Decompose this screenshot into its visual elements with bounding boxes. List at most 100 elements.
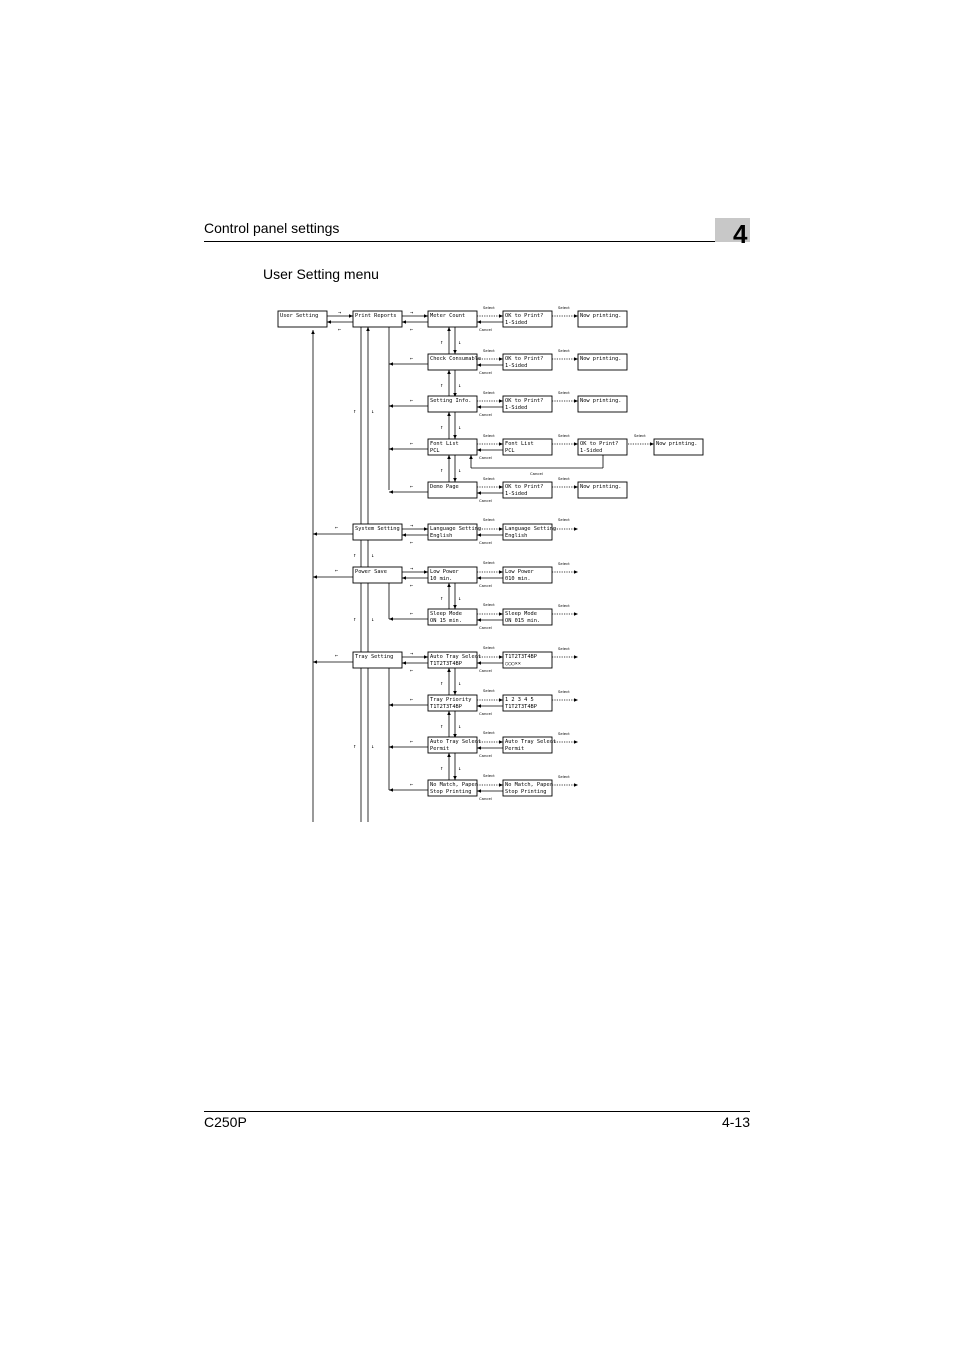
font-list-confirm-box-frame: [502, 438, 553, 456]
setting-info-confirm-box: OK to Print?1-Sided: [502, 395, 553, 413]
tray-setting-box: Tray Setting: [352, 651, 403, 669]
arrowhead: [477, 746, 481, 750]
font-list-ok-box: OK to Print?1-Sided: [577, 438, 628, 456]
down-arrow-glyph: ↓: [458, 766, 461, 772]
up-arrow-glyph: ↑: [440, 468, 443, 474]
check-consumable-now-printing-box: Now printing.: [577, 353, 628, 371]
language-setting-edit-box-text: Language Setting: [505, 526, 556, 532]
right-arrow-glyph: →: [338, 310, 342, 316]
font-list-ok-box-text: OK to Print?: [580, 441, 618, 447]
chapter-tab: [715, 218, 750, 242]
down-arrow-glyph: ↓: [371, 744, 374, 750]
cancel-label: Cancel: [479, 412, 492, 417]
cancel-label: Cancel: [479, 668, 492, 673]
left-arrow-glyph: ←: [410, 697, 414, 703]
arrowhead: [453, 435, 457, 439]
down-arrow-glyph: ↓: [371, 553, 374, 559]
sleep-mode-edit-box-text: ON 015 min.: [505, 618, 540, 624]
arrowhead: [447, 455, 451, 459]
cancel-label: Cancel: [479, 625, 492, 630]
check-consumable-box-frame: [427, 353, 478, 371]
language-setting-box-text: Language Setting: [430, 526, 481, 532]
setting-info-confirm-box-text: 1-Sided: [505, 405, 527, 411]
user-setting-box-frame: [277, 310, 328, 328]
demo-page-box: Demo Page: [427, 481, 478, 499]
low-power-edit-box-text: 010 min.: [505, 576, 531, 582]
meter-count-confirm-box-text: 1-Sided: [505, 320, 527, 326]
check-consumable-box: Check Consumable: [427, 353, 481, 371]
arrowhead: [469, 455, 473, 459]
arrowhead: [574, 527, 578, 531]
select-label: Select: [558, 689, 570, 694]
arrowhead: [574, 655, 578, 659]
auto-tray-select-edit-box-frame: [502, 651, 553, 669]
print-reports-box: Print Reports: [352, 310, 403, 328]
arrowhead: [389, 490, 393, 494]
font-list-confirm-box-text: PCL: [505, 448, 515, 454]
arrowhead: [499, 655, 503, 659]
check-consumable-now-printing-box-frame: [577, 353, 628, 371]
up-arrow-glyph: ↑: [353, 553, 356, 559]
arrowhead: [499, 698, 503, 702]
setting-info-now-printing-box: Now printing.: [577, 395, 628, 413]
arrowhead: [389, 703, 393, 707]
arrowhead: [453, 776, 457, 780]
arrowhead: [477, 448, 481, 452]
arrowhead: [499, 442, 503, 446]
arrowhead: [424, 527, 428, 531]
select-label: Select: [558, 433, 570, 438]
system-setting-box-frame: [352, 523, 403, 541]
cancel-label: Cancel: [479, 540, 492, 545]
arrowhead: [389, 617, 393, 621]
select-label: Select: [558, 390, 570, 395]
select-label: Select: [558, 561, 570, 566]
arrowhead: [447, 583, 451, 587]
font-list-box-text: Font List: [430, 441, 459, 447]
arrowhead: [499, 399, 503, 403]
meter-count-box-text: Meter Count: [430, 313, 465, 319]
select-label: Select: [483, 476, 495, 481]
arrowhead: [477, 576, 481, 580]
left-arrow-glyph: ←: [410, 398, 414, 404]
left-arrow-glyph: ←: [410, 540, 414, 546]
up-arrow-glyph: ↑: [440, 724, 443, 730]
arrowhead: [447, 753, 451, 757]
arrowhead: [389, 447, 393, 451]
arrowhead: [349, 314, 353, 318]
auto-tray-select-edit-box-text: T1T2T3T4BP: [505, 654, 537, 660]
arrowhead: [499, 783, 503, 787]
low-power-edit-box-frame: [502, 566, 553, 584]
sleep-mode-edit-box-text: Sleep Mode: [505, 611, 537, 617]
arrowhead: [424, 655, 428, 659]
select-label: Select: [558, 603, 570, 608]
footer-model: C250P: [204, 1114, 247, 1130]
select-label: Select: [483, 390, 495, 395]
meter-count-box: Meter Count: [427, 310, 478, 328]
demo-page-box-frame: [427, 481, 478, 499]
select-label: Select: [483, 305, 495, 310]
sleep-mode-box-frame: [427, 608, 478, 626]
select-label: Select: [558, 517, 570, 522]
meter-count-confirm-box: OK to Print?1-Sided: [502, 310, 553, 328]
meter-count-box-frame: [427, 310, 478, 328]
down-arrow-glyph: ↓: [458, 340, 461, 346]
left-arrow-glyph: ←: [410, 356, 414, 362]
down-arrow-glyph: ↓: [371, 409, 374, 415]
left-arrow-glyph: ←: [410, 441, 414, 447]
demo-page-box-text: Demo Page: [430, 484, 459, 490]
arrowhead: [477, 789, 481, 793]
select-label: Select: [483, 517, 495, 522]
right-arrow-glyph: →: [410, 566, 414, 572]
down-arrow-glyph: ↓: [458, 724, 461, 730]
arrowhead: [574, 612, 578, 616]
tray-priority-box-text: Tray Priority: [430, 697, 471, 703]
select-label: Select: [483, 602, 495, 607]
up-arrow-glyph: ↑: [440, 766, 443, 772]
down-arrow-glyph: ↓: [371, 617, 374, 623]
select-label: Select: [483, 560, 495, 565]
